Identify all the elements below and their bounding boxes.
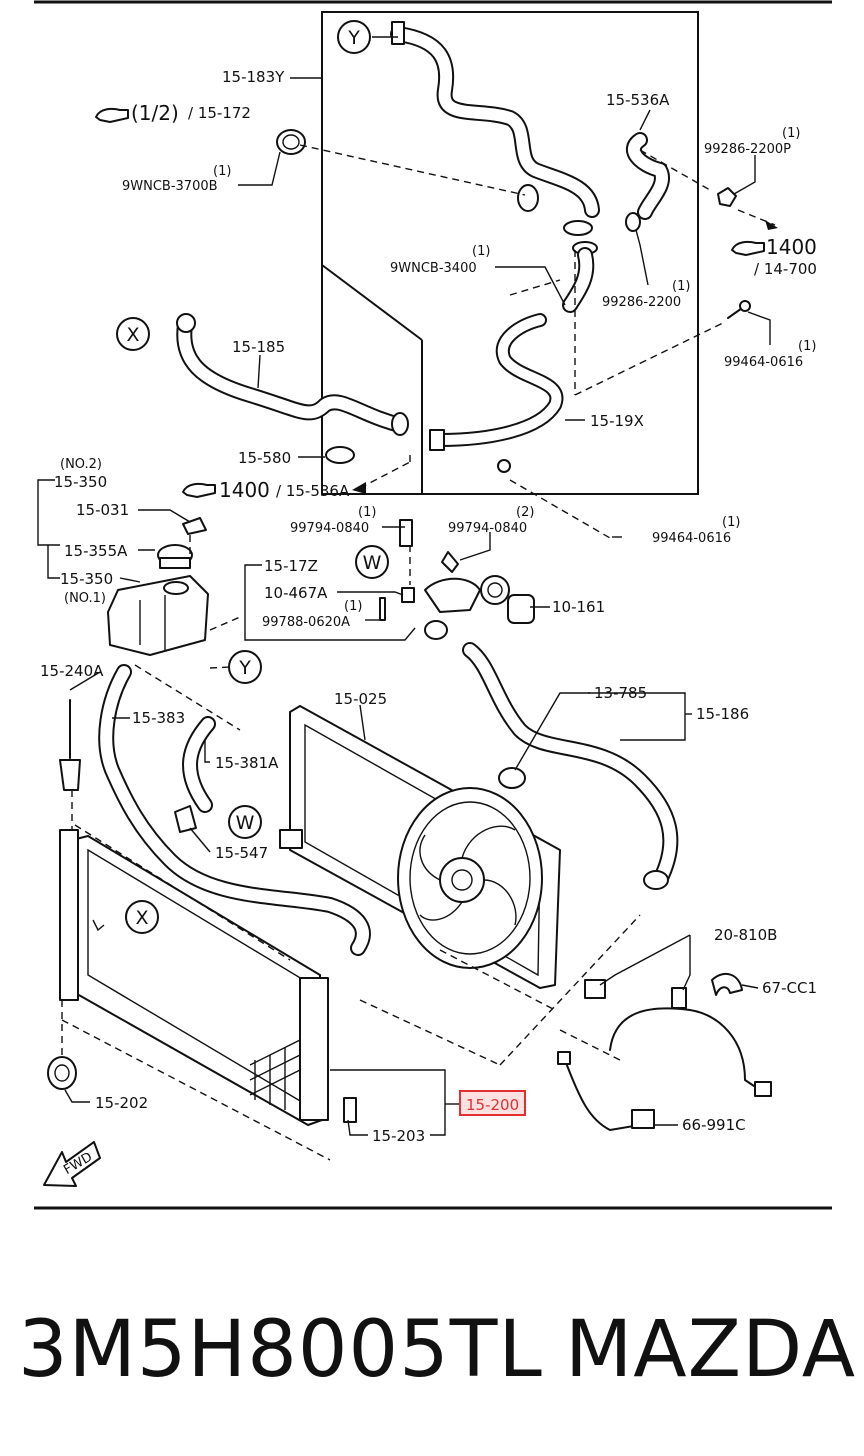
label-15-19x: 15-19X [590, 412, 644, 430]
fwd-arrow-icon: FWD [43, 1141, 101, 1187]
radiator-15-200 [59, 829, 357, 1126]
label-15-383: 15-383 [132, 709, 185, 727]
label-15-172: / 15-172 [188, 104, 251, 122]
label-99794-0840-a-qty: (1) [358, 505, 376, 520]
part-footer: 3M5H8005TL MAZDA [0, 1290, 864, 1410]
hand-pointer-icon-3 [182, 482, 216, 498]
marker-x-left: X [116, 317, 150, 351]
label-15-183y: 15-183Y [222, 68, 285, 86]
label-99794-0840-a: 99794-0840 [290, 521, 369, 536]
parts-diagram: Y X W Y W X FWD 15-183Y (1/2) / 15-172 (… [34, 0, 832, 1210]
label-ref-1400-b: 1400 [219, 478, 270, 502]
label-99464-0616-b: 99464-0616 [652, 531, 731, 546]
hand-pointer-icon-2 [731, 240, 765, 256]
label-67-cc1: 67-CC1 [762, 979, 817, 997]
pipe-15-19x [429, 313, 564, 473]
label-15-186: 15-186 [696, 705, 749, 723]
label-10-467a: 10-467A [264, 584, 328, 602]
push-pin-15-240a [59, 699, 81, 791]
label-14-700: / 14-700 [754, 260, 817, 278]
harness-66-991c [557, 1007, 772, 1131]
clamp-9wncb-3700b [276, 129, 306, 155]
svg-text:X: X [135, 907, 148, 929]
marker-y-bottom: Y [228, 650, 262, 684]
label-15-355a: 15-355A [64, 542, 128, 560]
clip-67-cc1 [711, 972, 743, 996]
label-15-031: 15-031 [76, 501, 129, 519]
label-15-536a-b: / 15-536A [276, 482, 350, 500]
label-15-350-b: 15-350 [60, 570, 113, 588]
label-9wncb-3700b: 9WNCB-3700B [122, 179, 218, 194]
label-99286-2200p: 99286-2200P [704, 142, 791, 157]
detail-box-diagonal [321, 264, 423, 341]
label-99286-2200-qty: (1) [672, 279, 690, 294]
label-99788-0620a: 99788-0620A [262, 615, 350, 630]
upper-hose-15-183y [390, 21, 600, 218]
label-99464-0616-a-qty: (1) [798, 339, 816, 354]
hose-15-381a [174, 716, 216, 833]
part-labels: 15-183Y (1/2) / 15-172 (1) 9WNCB-3700B 1… [40, 68, 817, 1145]
label-99286-2200: 99286-2200 [602, 295, 681, 310]
label-9wncb-3400: 9WNCB-3400 [390, 261, 477, 276]
label-99464-0616-a: 99464-0616 [724, 355, 803, 370]
label-15-185: 15-185 [232, 338, 285, 356]
bolts-right [717, 187, 751, 319]
label-ref-half: (1/2) [131, 101, 179, 125]
label-10-161: 10-161 [552, 598, 605, 616]
label-66-991c: 66-991C [682, 1116, 746, 1134]
hand-pointer-icon [95, 107, 129, 123]
label-15-240a: 15-240A [40, 662, 104, 680]
svg-text:W: W [363, 552, 382, 574]
mount-15-202 [47, 1056, 77, 1090]
label-15-547: 15-547 [215, 844, 268, 862]
detail-box [321, 11, 699, 495]
thermostat-housing [379, 519, 535, 640]
fan-shroud-15-025 [279, 705, 561, 989]
label-20-810b: 20-810B [714, 926, 777, 944]
label-no1: (NO.1) [64, 591, 106, 606]
hose-clamps [562, 212, 641, 313]
label-ref-1400-a: 1400 [766, 235, 817, 259]
bypass-hose-15-536a [626, 132, 670, 220]
svg-text:Y: Y [238, 657, 251, 679]
guide-lines [61, 144, 776, 1161]
label-15-202: 15-202 [95, 1094, 148, 1112]
label-13-785: 13-785 [594, 684, 647, 702]
label-15-025: 15-025 [334, 690, 387, 708]
label-9wncb-3700b-qty: (1) [213, 164, 231, 179]
svg-text:W: W [236, 812, 255, 834]
marker-w-bottom: W [228, 805, 262, 839]
label-15-580: 15-580 [238, 449, 291, 467]
brand-name: MAZDA [565, 1305, 857, 1395]
arrow-to-1400-b [352, 482, 366, 494]
label-15-203: 15-203 [372, 1127, 425, 1145]
label-99286-2200p-qty: (1) [782, 126, 800, 141]
label-no2: (NO.2) [60, 457, 102, 472]
label-15-200: 15-200 [466, 1096, 519, 1114]
label-15-536a-top: 15-536A [606, 91, 670, 109]
label-9wncb-3400-qty: (1) [472, 244, 490, 259]
leader-lines [37, 36, 771, 1136]
label-99788-qty: (1) [344, 599, 362, 614]
svg-text:X: X [126, 324, 139, 346]
label-99464-0616-b-qty: (1) [722, 515, 740, 530]
label-15-17z: 15-17Z [264, 557, 318, 575]
arrow-to-1400 [765, 220, 778, 230]
label-15-381a: 15-381A [215, 754, 279, 772]
svg-text:Y: Y [347, 27, 360, 49]
radiator-core-hatch [249, 1039, 301, 1110]
label-99794-0840-b-qty: (2) [516, 505, 534, 520]
marker-x-radiator: X [125, 900, 159, 934]
marker-y-top: Y [337, 20, 371, 54]
marker-w-top: W [355, 545, 389, 579]
radiator-hose-15-186 [462, 642, 679, 890]
hose-15-383 [98, 664, 371, 956]
part-number: 3M5H8005TL [18, 1305, 543, 1395]
lower-hose-15-185 [176, 313, 409, 464]
label-99794-0840-b: 99794-0840 [448, 521, 527, 536]
label-15-350-a: 15-350 [54, 473, 107, 491]
coolant-reservoir [107, 517, 209, 656]
highlight-15-200[interactable]: 15-200 [459, 1090, 526, 1116]
